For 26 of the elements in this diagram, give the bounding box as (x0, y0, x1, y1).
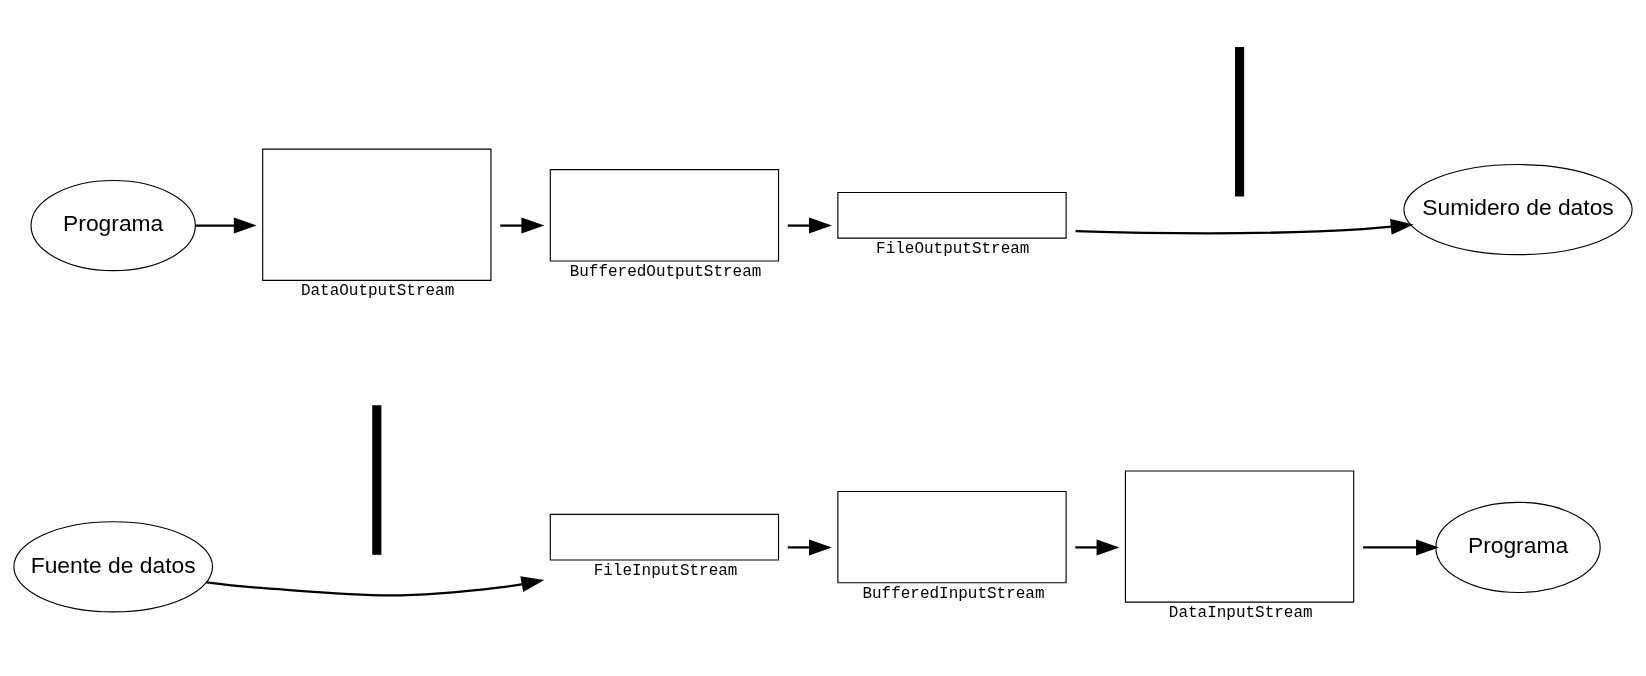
node-box (837, 490, 1067, 584)
node-box (549, 169, 780, 262)
node-ellipse: Programa (1435, 501, 1601, 594)
arrow (500, 217, 545, 234)
arrow (206, 576, 545, 597)
node-label: BufferedOutputStream (569, 263, 762, 282)
node-label: FileInputStream (593, 562, 738, 581)
node-label: FileOutputStream (876, 240, 1030, 259)
arrow (1363, 539, 1439, 556)
node-label: DataOutputStream (300, 282, 455, 301)
node-bar (1235, 47, 1245, 197)
arrow (1075, 218, 1414, 235)
node-box (1124, 470, 1355, 603)
node-box (262, 148, 492, 281)
node-ellipse: Programa (30, 179, 196, 272)
arrow (787, 539, 832, 556)
node-box (549, 513, 780, 561)
arrow (1075, 539, 1120, 556)
arrow (195, 217, 257, 234)
node-ellipse: Sumidero de datos (1403, 163, 1633, 256)
node-ellipse: Fuente de datos (13, 521, 214, 613)
node-label: DataInputStream (1168, 604, 1313, 623)
node-label: BufferedInputStream (862, 584, 1045, 603)
node-box (837, 191, 1067, 239)
node-bar (372, 405, 382, 555)
arrow (787, 217, 832, 234)
